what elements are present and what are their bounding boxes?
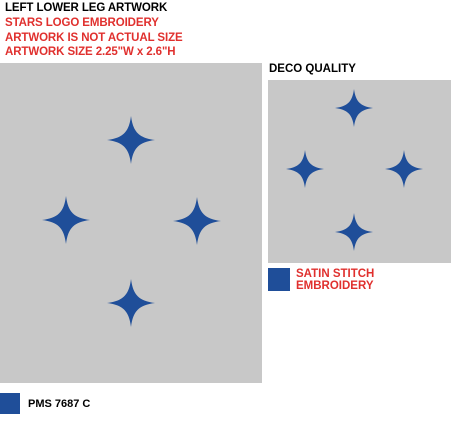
star-icon-right	[173, 197, 221, 245]
satin-stitch-label-line2: EMBROIDERY	[296, 280, 374, 292]
deco-star-icon-bottom	[335, 213, 373, 251]
deco-star-icon-right	[385, 150, 423, 188]
star-icon-bottom	[107, 279, 155, 327]
satin-stitch-label-line1: SATIN STITCH	[296, 268, 375, 280]
stars-logo-artwork	[42, 116, 221, 327]
artwork-size-disclaimer: ARTWORK IS NOT ACTUAL SIZE	[5, 32, 183, 44]
artwork-size-spec: ARTWORK SIZE 2.25"W x 2.6"H	[5, 46, 176, 58]
satin-stitch-label: SATIN STITCH EMBROIDERY	[296, 268, 374, 292]
artwork-subtitle-logo: STARS LOGO EMBROIDERY	[5, 17, 159, 29]
deco-star-icon-top	[335, 89, 373, 127]
star-icon-left	[42, 196, 90, 244]
artwork-title: LEFT LOWER LEG ARTWORK	[5, 2, 168, 14]
deco-star-icon-left	[286, 150, 324, 188]
pms-color-label: PMS 7687 C	[28, 398, 91, 410]
deco-quality-panel	[268, 80, 451, 263]
artwork-preview-panel	[0, 63, 262, 383]
stars-logo-deco-preview	[286, 89, 423, 251]
pms-color-swatch	[0, 393, 20, 414]
deco-quality-title: DECO QUALITY	[269, 63, 356, 75]
satin-stitch-color-swatch	[268, 268, 290, 291]
star-icon-top	[107, 116, 155, 164]
